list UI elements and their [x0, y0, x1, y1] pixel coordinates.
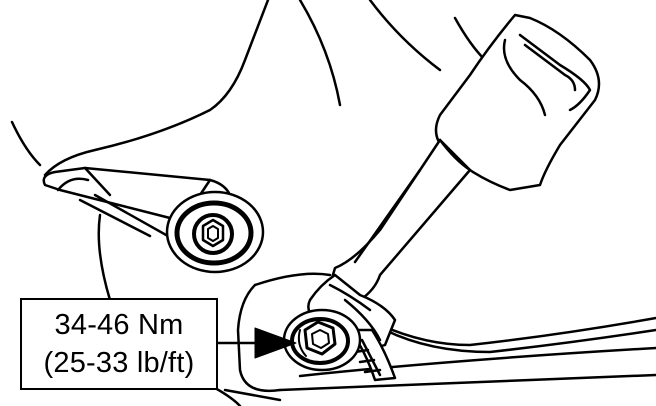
- torque-lbft-label: (25-33 lb/ft): [43, 347, 195, 379]
- upper-bolt-icon: [165, 190, 265, 274]
- torque-nm-label: 34-46 Nm: [54, 309, 184, 341]
- floor-panel: [198, 272, 656, 406]
- seat-upper-outline: [10, 0, 487, 177]
- anchor-bolt-icon: [282, 308, 362, 372]
- torque-spec-callout: 34-46 Nm (25-33 lb/ft): [20, 298, 218, 390]
- pointer-arrow-icon: [216, 327, 297, 359]
